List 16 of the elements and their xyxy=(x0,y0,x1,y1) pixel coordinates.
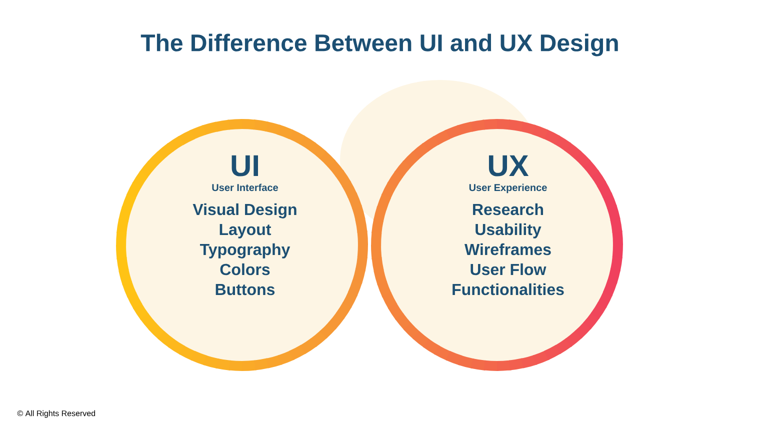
list-item: Buttons xyxy=(216,284,275,296)
list-item: Usability xyxy=(476,223,542,238)
subheading: User Experience xyxy=(469,184,547,194)
list-item: User Flow xyxy=(470,263,546,276)
list-item: Colors xyxy=(220,263,270,276)
copyright-note: © All Rights Reserved xyxy=(17,410,96,418)
list-item: Typography xyxy=(200,243,290,258)
title: The Difference Between UI and UX Design xyxy=(140,34,618,56)
heading: UX xyxy=(488,155,529,176)
subheading: User Interface xyxy=(212,184,278,192)
list-item: Research xyxy=(473,203,544,216)
list-item: Layout xyxy=(220,224,272,238)
heading: UI xyxy=(232,155,258,176)
list-item: Functionalities xyxy=(452,283,564,296)
list-item: Visual Design xyxy=(192,203,296,218)
list-item: Wireframes xyxy=(464,243,551,256)
